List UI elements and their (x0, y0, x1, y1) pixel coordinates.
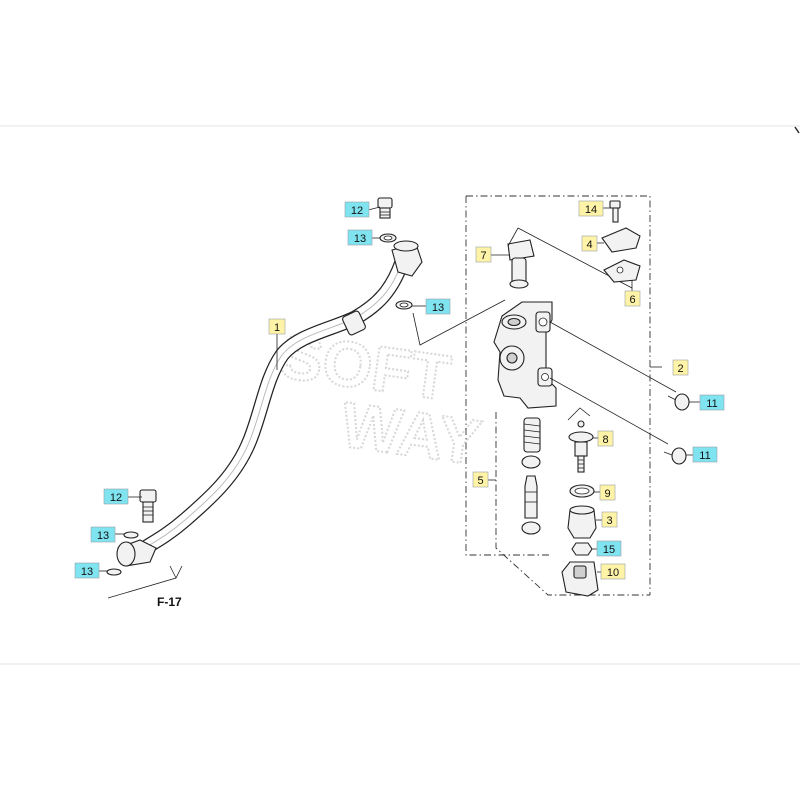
callout-14-box (578, 200, 604, 217)
callout-11-upper-box (699, 394, 725, 411)
callout-15-label: 15 (603, 544, 615, 556)
master-cylinder-body (493, 301, 557, 409)
callout-10: 10 (597, 563, 626, 580)
callout-13-lower-b-label: 13 (81, 566, 93, 578)
hose-lower-banjo (116, 541, 136, 567)
lower-sealing-washer-bottom (106, 568, 122, 576)
callout-13-lower-a: 13 (90, 526, 124, 543)
callout-6: 6 (624, 280, 641, 307)
watermark-line-2: WAY (337, 388, 486, 479)
callout-1: 1 (268, 318, 286, 370)
callout-13-lower-b: 13 (74, 562, 107, 579)
callout-13-upper-a-label: 13 (354, 233, 366, 245)
callout-13-lower-b-box (74, 562, 100, 579)
callout-1-label: 1 (274, 322, 280, 334)
callout-2: 2 (672, 359, 689, 376)
callout-15-box (596, 540, 622, 557)
callout-5: 5 (472, 471, 496, 488)
piston-rod (524, 475, 538, 519)
corner-mark (794, 126, 800, 134)
callout-4-label: 4 (586, 239, 592, 251)
callout-13-lower-a-label: 13 (97, 530, 109, 542)
callout-12-upper-box (344, 201, 370, 218)
callout-4-box (581, 235, 598, 252)
callout-13-lower-a-box (90, 526, 116, 543)
callout-11-lower-label: 11 (699, 450, 710, 462)
callout-8: 8 (593, 430, 614, 447)
callout-12-lower-box (103, 488, 129, 505)
assembly-bracket (465, 195, 651, 595)
callout-13-upper-a-box (347, 229, 373, 246)
callout-8-label: 8 (602, 434, 608, 446)
reservoir-cap (601, 227, 641, 253)
callout-2-label: 2 (677, 363, 683, 375)
piston-spring (523, 417, 541, 453)
clevis (561, 561, 599, 597)
callout-5-label: 5 (477, 475, 483, 487)
secondary-cup (521, 521, 541, 535)
callout-13-upper-b: 13 (412, 298, 451, 315)
callout-9: 9 (594, 484, 616, 501)
callout-12-upper-label: 12 (351, 205, 363, 217)
pushrod (568, 420, 594, 473)
callout-1-box (268, 318, 286, 335)
callout-4: 4 (581, 235, 604, 252)
primary-cup (521, 455, 541, 469)
reservoir-connector (507, 239, 535, 289)
callout-7-label: 7 (480, 250, 486, 262)
callout-12-lower: 12 (103, 488, 142, 505)
callout-7-box (475, 246, 492, 263)
hose-clamp (342, 310, 366, 336)
mount-bolt-upper (667, 393, 690, 411)
callout-11-lower-box (692, 446, 718, 463)
brake-hose (116, 240, 423, 567)
callout-12-upper: 12 (344, 201, 381, 218)
callout-15: 15 (592, 540, 622, 557)
callout-13-upper-a: 13 (347, 229, 380, 246)
bolt-14 (609, 200, 621, 223)
callout-14-label: 14 (585, 204, 597, 216)
callout-10-label: 10 (607, 567, 619, 579)
lower-sealing-washer-top (123, 531, 139, 539)
callout-8-box (597, 430, 614, 447)
callout-11-lower: 11 (686, 446, 718, 463)
hose-upper-banjo (393, 240, 419, 252)
upper-banjo-bolt (377, 197, 393, 219)
callout-13-upper-b-label: 13 (432, 302, 444, 314)
callout-12-lower-label: 12 (110, 492, 122, 504)
reference-label: F-17 (157, 595, 182, 609)
mount-bolt-lower (663, 447, 687, 465)
callout-14: 14 (578, 200, 611, 217)
lower-banjo-bolt (139, 489, 157, 523)
callout-2-box (672, 359, 689, 376)
callout-10-box (600, 563, 626, 580)
callout-5-box (472, 471, 489, 488)
callout-9-label: 9 (604, 488, 610, 500)
callout-11-upper: 11 (689, 394, 725, 411)
callout-7: 7 (475, 246, 510, 263)
lock-nut (571, 542, 593, 556)
callout-13-upper-b-box (425, 298, 451, 315)
callout-11-upper-label: 11 (706, 398, 717, 410)
callout-3-label: 3 (606, 515, 612, 527)
callout-3: 3 (596, 511, 618, 528)
callout-3-box (601, 511, 618, 528)
callout-6-box (624, 290, 641, 307)
callout-9-box (599, 484, 616, 501)
callout-6-label: 6 (629, 294, 635, 306)
